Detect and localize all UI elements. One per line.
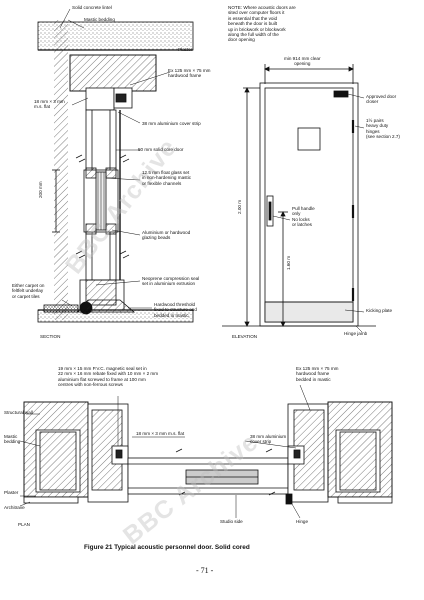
plan-drawing (19, 384, 393, 519)
label-magnetic-seal: 19 mm × 15 mm P.V.C. magnetic seal set i… (58, 366, 159, 388)
label-cover-strip: 38 mm aluminium cover strip (142, 121, 201, 126)
caption-section: SECTION (40, 334, 61, 339)
label-ms-flat-plan: 18 mm × 3 mm m.s. flat (136, 431, 185, 436)
label-float-glass: 12.5 mm float glass set in non-hardening… (142, 170, 192, 186)
label-studio-side: Studio side (220, 519, 243, 524)
label-ms-flat: 18 mm × 3 mm m.s. flat (34, 99, 65, 110)
frame-head (69, 54, 157, 92)
door-closer (333, 90, 349, 98)
page-number: - 71 - (196, 566, 214, 575)
figure-caption: Figure 21 Typical acoustic personnel doo… (84, 544, 250, 551)
elevation-drawing (222, 64, 376, 333)
label-cover-strip-plan: 38 mm aluminium cover strip (250, 434, 287, 445)
label-structural-wall: Structural wall (4, 410, 33, 415)
label-carpet: Either carpet on feltfelt underlay or ca… (12, 283, 45, 299)
section-drawing (37, 8, 194, 323)
label-plaster: Plaster (178, 47, 193, 52)
label-closer: Approved door closer (366, 94, 397, 105)
label-plaster-plan: Plaster (4, 490, 19, 495)
label-hinge-plan: Hinge (296, 519, 309, 524)
seal-block (115, 93, 127, 103)
architrave-left (23, 496, 79, 504)
caption-plan: PLAN (18, 522, 31, 527)
kicking-plate (264, 301, 354, 323)
vision-panel (297, 127, 321, 151)
label-dim-1600: 1.60 m (286, 255, 291, 270)
label-frame: Ex 125 mm × 75 mm hardwood frame (168, 68, 211, 79)
label-core-door: 50 mm solid core door (138, 147, 184, 152)
label-dim-200: 200 mm (38, 181, 43, 198)
label-kicking-plate: Kicking plate (366, 308, 393, 313)
label-hinges: 1½ pairs heavy duty hinges (see section … (366, 118, 400, 140)
pull-handle (266, 195, 274, 227)
magnetic-seal-right (293, 449, 301, 459)
hinge-plan (285, 493, 293, 505)
caption-elevation: ELEVATION (232, 334, 258, 339)
door-frame (259, 82, 359, 327)
label-mastic-bedding: Mastic bedding (84, 17, 115, 22)
label-threshold: Hardwood threshold fixed to structure an… (154, 302, 197, 318)
label-glazing-beads: Aluminium or hardwood glazing beads (142, 230, 191, 241)
architrave-right (337, 496, 393, 504)
label-clear-opening: min 914 mm clear opening (284, 56, 321, 67)
label-frame-mastic: Ex 125 mm × 75 mm hardwood frame bedded … (296, 366, 339, 382)
label-mastic-bedding-plan: Mastic bedding (4, 434, 21, 445)
threshold (77, 299, 136, 313)
label-note: NOTE: Where acoustic doors are sited ove… (228, 5, 296, 43)
label-architrave: Architrave (4, 505, 25, 510)
label-hinge-jamb: Hinge jamb (344, 331, 368, 336)
label-neoprene: Neoprene compression seal set in alumini… (142, 276, 200, 287)
label-concrete-lintel: Solid concrete lintel (72, 5, 112, 10)
label-pull-handle: Pull handle only No locks or latches (292, 206, 315, 228)
door-panel (264, 87, 354, 323)
label-dim-2000: 2.00 m (237, 199, 242, 214)
magnetic-seal-left (115, 449, 123, 459)
wall-hatch (54, 20, 68, 320)
